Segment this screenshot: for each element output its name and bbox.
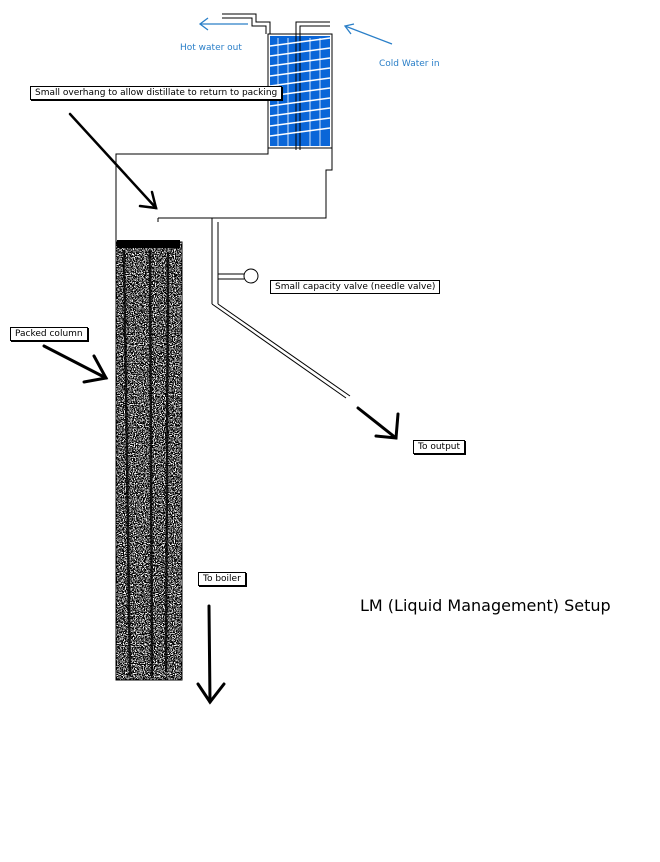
to-boiler-label: To boiler <box>198 572 246 586</box>
packed-column <box>115 240 183 681</box>
hot-water-out-label: Hot water out <box>180 43 242 53</box>
hot-water-pipe <box>222 13 271 34</box>
output-arrow-icon <box>356 406 400 440</box>
needle-valve-label: Small capacity valve (needle valve) <box>270 280 441 294</box>
overhang-arrow-icon <box>68 112 158 210</box>
boiler-arrow-icon <box>196 604 226 705</box>
packed-column-arrow-icon <box>42 344 109 384</box>
packed-column-label: Packed column <box>10 327 88 341</box>
overhang-label: Small overhang to allow distillate to re… <box>30 86 283 100</box>
to-output-label: To output <box>413 440 466 454</box>
cold-water-arrow-icon <box>343 23 393 45</box>
output-tube <box>211 218 351 399</box>
cold-water-in-label: Cold Water in <box>379 59 440 69</box>
needle-valve-icon <box>243 268 259 284</box>
column-head <box>115 148 333 242</box>
diagram-title: LM (Liquid Management) Setup <box>360 596 611 615</box>
cold-water-pipe <box>295 21 330 34</box>
hot-water-arrow-icon <box>198 17 248 31</box>
